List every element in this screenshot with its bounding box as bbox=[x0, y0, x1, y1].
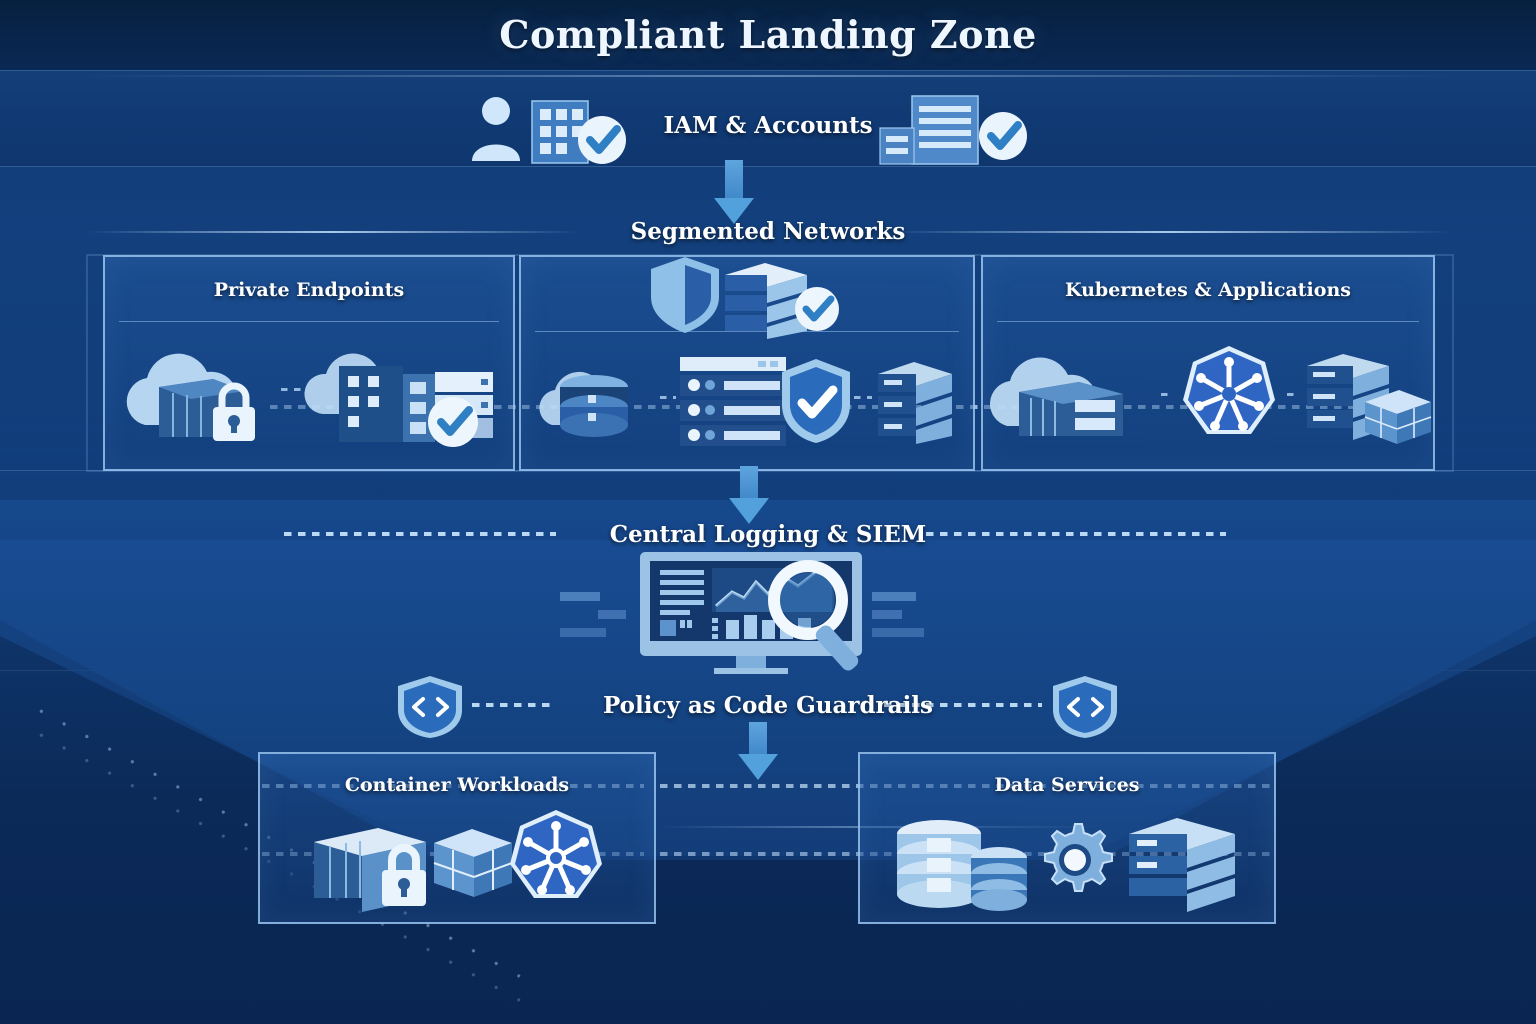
panel-private-endpoints-icons bbox=[105, 335, 513, 455]
segmented-networks-rule-right bbox=[890, 231, 1450, 233]
arrow-networks-to-logging bbox=[718, 466, 780, 526]
panel-container-workloads-label: Container Workloads bbox=[344, 774, 570, 796]
user-icon bbox=[472, 97, 520, 161]
policy-dash-right bbox=[884, 703, 1042, 707]
cloud-container-icon bbox=[990, 357, 1123, 436]
logging-dash-left bbox=[284, 532, 556, 536]
check-badge-icon bbox=[979, 112, 1027, 160]
panel-network-core-top-icons bbox=[521, 253, 973, 339]
panel-kubernetes-applications-label: Kubernetes & Applications bbox=[1065, 279, 1351, 301]
panel-kubernetes-applications[interactable]: Kubernetes & Applications bbox=[981, 255, 1435, 471]
panel-private-endpoints-label: Private Endpoints bbox=[213, 279, 405, 301]
check-badge-icon bbox=[578, 116, 626, 164]
building-icon bbox=[339, 366, 435, 442]
iam-left-icon-group bbox=[466, 95, 636, 167]
logging-dash-right bbox=[926, 532, 1226, 536]
cube-icon bbox=[1364, 390, 1432, 444]
gear-icon bbox=[1044, 823, 1113, 892]
kubernetes-icon bbox=[510, 810, 602, 898]
arrow-policy-to-workloads bbox=[727, 722, 789, 784]
server-stack-icon bbox=[1129, 818, 1235, 912]
cloud-building-server-check-icon bbox=[304, 353, 493, 447]
panel-container-workloads-icons bbox=[260, 806, 654, 914]
kubernetes-icon bbox=[1183, 346, 1275, 434]
segmented-networks-label: Segmented Networks bbox=[630, 218, 906, 245]
check-badge-icon bbox=[428, 397, 478, 447]
central-logging-label: Central Logging & SIEM bbox=[609, 521, 927, 548]
shield-icon bbox=[651, 257, 719, 333]
database-cylinders-icon bbox=[897, 820, 1027, 911]
server-stack-icon bbox=[725, 263, 807, 339]
check-badge-icon bbox=[795, 287, 839, 331]
panel-private-endpoints[interactable]: Private Endpoints bbox=[103, 255, 515, 471]
iam-label: IAM & Accounts bbox=[663, 112, 873, 139]
panel-kubernetes-applications-icons bbox=[983, 337, 1433, 455]
policy-shield-right[interactable] bbox=[1050, 674, 1120, 740]
panel-network-core-icons bbox=[521, 343, 973, 459]
iam-right-icon-group bbox=[872, 92, 1032, 168]
server-stack-icon bbox=[878, 362, 952, 444]
policy-guardrails-label: Policy as Code Guardrails bbox=[602, 692, 933, 719]
shield-code-icon bbox=[1053, 676, 1117, 738]
arrow-iam-to-networks bbox=[703, 160, 765, 226]
logging-monitor-group[interactable] bbox=[640, 552, 900, 674]
cloud-container-lock-icon bbox=[126, 353, 255, 441]
policy-shield-left[interactable] bbox=[395, 674, 465, 740]
office-building-icon bbox=[879, 95, 979, 165]
panel-data-services-label: Data Services bbox=[994, 774, 1140, 796]
lock-icon bbox=[382, 844, 426, 906]
server-stack-box-icon bbox=[1307, 354, 1432, 444]
cloud-database-icon bbox=[539, 371, 628, 437]
building-icon bbox=[531, 100, 589, 164]
panel-data-services-icons bbox=[860, 806, 1274, 914]
segmented-networks-rule-left bbox=[88, 231, 578, 233]
magnifier-icon bbox=[768, 560, 859, 671]
panel-data-services[interactable]: Data Services bbox=[858, 752, 1276, 924]
lock-icon bbox=[213, 382, 255, 441]
container-lock-icon bbox=[314, 828, 426, 912]
panel-container-workloads[interactable]: Container Workloads bbox=[258, 752, 656, 924]
panel-network-core[interactable] bbox=[519, 255, 975, 471]
policy-dash-left bbox=[472, 703, 554, 707]
title-underline bbox=[80, 75, 1456, 77]
page-title: Compliant Landing Zone bbox=[499, 12, 1037, 57]
cubes-icon bbox=[433, 829, 513, 897]
shield-code-icon bbox=[398, 676, 462, 738]
server-rack-panel-icon bbox=[680, 357, 786, 446]
shield-check-icon bbox=[782, 359, 850, 443]
